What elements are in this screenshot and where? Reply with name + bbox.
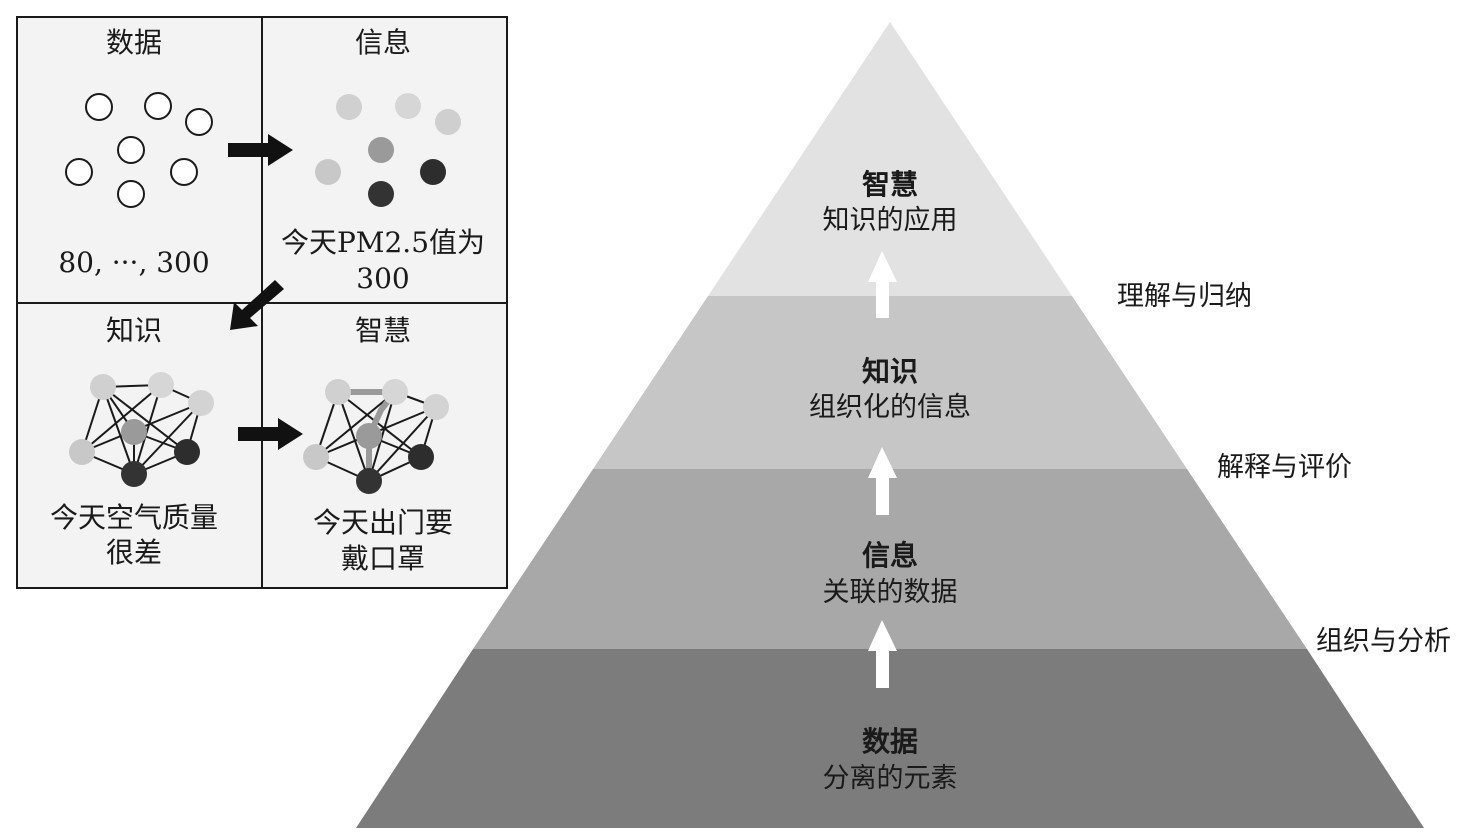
data-dot [185,108,213,136]
data-dot [65,158,93,186]
knowledge-node [188,390,214,416]
wisdom-node [325,379,351,405]
tier-subtitle-knowledge: 组织化的信息 [809,392,971,423]
info-dots [315,93,461,207]
tier-subtitle-info: 关联的数据 [823,577,958,608]
grid-arrows [228,134,303,450]
tier-subtitle-wisdom: 知识的应用 [823,205,958,236]
wisdom-node [408,444,434,470]
cell-caption-info-line1: 今天PM2.5值为 [281,226,485,259]
data-dot [117,180,145,208]
arrow-up-icon [868,447,897,515]
wisdom-node [303,444,329,470]
transition-label-interpret: 解释与评价 [1217,452,1352,483]
info-dot [368,137,394,163]
cell-title-info: 信息 [355,26,411,59]
arrow-right-icon [238,418,303,450]
knowledge-node [90,374,116,400]
info-dot [336,94,362,120]
grid-cell-wisdom [261,302,508,589]
wisdom-node [382,379,408,405]
arrow-up-icon [868,620,897,688]
data-dots [65,92,213,208]
arrow-right-icon [228,134,293,166]
wisdom-node [423,394,449,420]
info-dot [435,109,461,135]
cell-caption-info-line2: 300 [356,262,409,295]
cell-caption-wisdom-line1: 今天出门要 [313,506,453,539]
pyramid-tier-knowledge [593,296,1187,469]
wisdom-highlight-path [338,389,402,481]
dikw-example-grid: 数据 信息 知识 智慧 80, ···, 300 今天PM2.5值为 300 今… [16,16,508,589]
data-dot [144,92,172,120]
data-dot [170,158,198,186]
cell-title-wisdom: 智慧 [355,314,411,347]
data-dot [85,93,113,121]
info-dot [395,93,421,119]
arrow-up-icon [868,251,897,318]
tier-title-data: 数据 [862,725,918,758]
info-dot [368,181,394,207]
knowledge-node [174,439,200,465]
cell-title-knowledge: 知识 [106,314,162,347]
grid-cell-knowledge [16,302,263,589]
tier-title-wisdom: 智慧 [862,168,918,201]
tier-title-info: 信息 [862,539,918,572]
knowledge-node [148,372,174,398]
knowledge-node [121,419,147,445]
arrow-down-left-icon [230,280,284,330]
cell-caption-wisdom-line2: 戴口罩 [341,542,425,575]
cell-caption-data: 80, ···, 300 [58,246,209,279]
transition-label-understand: 理解与归纳 [1117,281,1252,312]
wisdom-node [356,468,382,494]
info-dot [315,159,341,185]
cell-title-data: 数据 [106,26,162,59]
knowledge-network [69,372,214,487]
pyramid-up-arrows [868,251,897,688]
wisdom-network [303,379,449,494]
dikw-pyramid: 智慧 知识的应用 知识 组织化的信息 信息 关联的数据 数据 分离的元素 理解与… [356,22,1451,828]
pyramid-tier-data [356,649,1424,828]
transition-label-organize: 组织与分析 [1316,626,1451,657]
cell-caption-knowledge-line1: 今天空气质量 [50,501,218,534]
tier-title-knowledge: 知识 [862,355,918,388]
wisdom-node [356,423,382,449]
pyramid-tier-info [473,469,1307,649]
knowledge-node [121,461,147,487]
data-dot [117,136,145,164]
knowledge-node [69,439,95,465]
info-dot [420,159,446,185]
tier-subtitle-data: 分离的元素 [823,763,958,794]
cell-caption-knowledge-line2: 很差 [106,536,162,569]
pyramid-tier-wisdom [708,22,1072,296]
